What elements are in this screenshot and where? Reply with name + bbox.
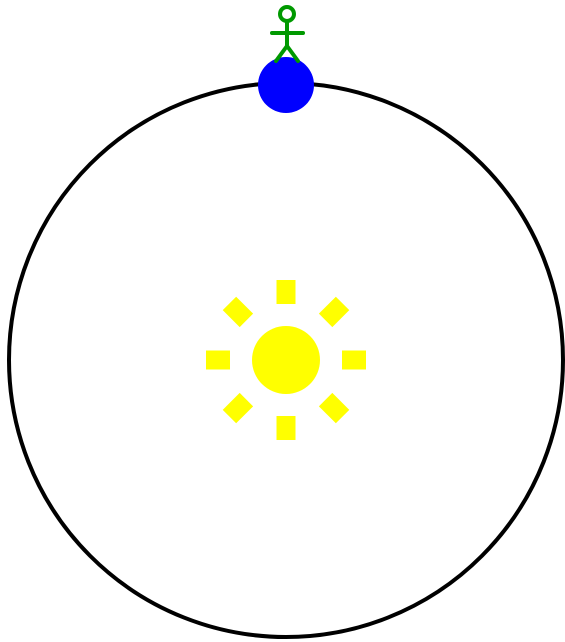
sun-core	[252, 326, 320, 394]
sun-ray	[319, 393, 349, 423]
sun-ray	[206, 351, 230, 370]
stick-figure-icon	[272, 7, 303, 61]
sun-ray	[277, 416, 296, 440]
planet-dot	[258, 57, 314, 113]
sun-icon	[206, 280, 366, 440]
sun-ray	[319, 297, 349, 327]
sun-ray	[277, 280, 296, 304]
sun-ray	[223, 297, 253, 327]
stick-figure-head	[280, 7, 294, 21]
sun-ray	[342, 351, 366, 370]
sun-ray	[223, 393, 253, 423]
